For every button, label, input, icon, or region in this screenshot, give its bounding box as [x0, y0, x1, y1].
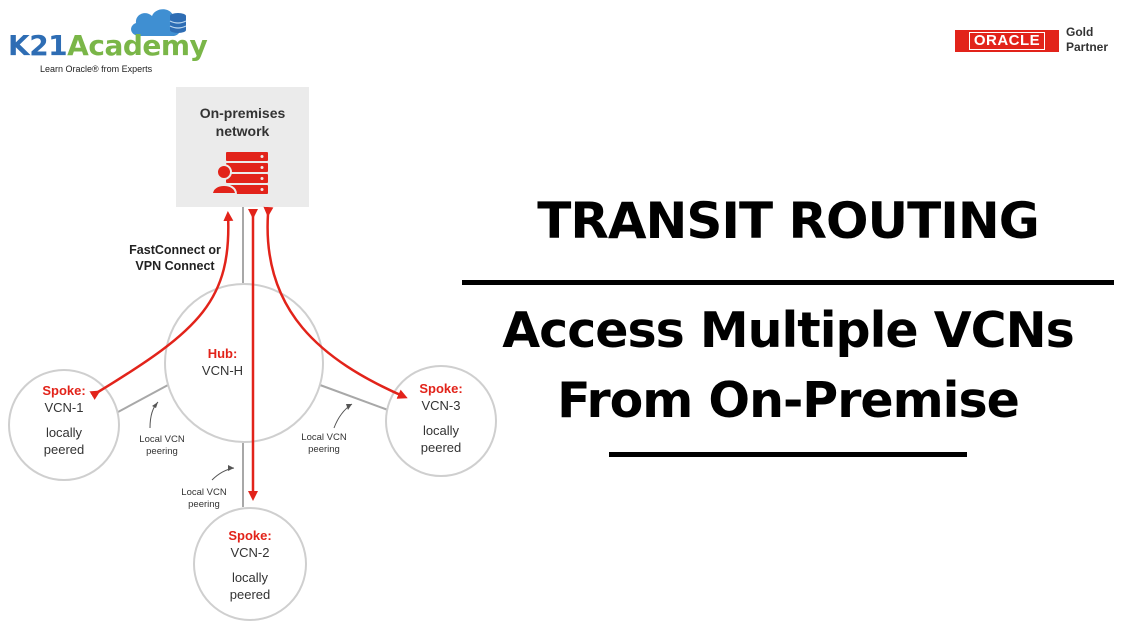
- spoke2-status-2: peered: [229, 587, 271, 602]
- headline-subtitle-line-2: From On-Premise: [557, 372, 1020, 429]
- connection-line-2: VPN Connect: [135, 259, 215, 273]
- onprem-line-1: On-premises: [199, 105, 286, 121]
- peering-label-spoke1-line1: Local VCN: [139, 434, 185, 445]
- peering-label-spoke1: Local VCN peering: [132, 434, 192, 458]
- peering-label-spoke3: Local VCN peering: [294, 432, 354, 456]
- spoke1-status-1: locally: [45, 425, 83, 440]
- spoke-vcn-2-node: [193, 507, 307, 621]
- peering-label-spoke2: Local VCN peering: [174, 487, 234, 511]
- peering-label-spoke3-line2: peering: [308, 444, 340, 455]
- spoke1-role: Spoke:: [42, 383, 86, 398]
- spoke2-status-1: locally: [231, 570, 269, 585]
- spoke1-label: Spoke: VCN-1 locally peered: [18, 382, 110, 458]
- connection-line-1: FastConnect or: [129, 243, 221, 257]
- partner-line-2: Partner: [1066, 40, 1109, 54]
- logo-tagline: Learn Oracle® from Experts: [40, 64, 153, 74]
- spoke3-name: VCN-3: [421, 398, 461, 413]
- arrow-onprem-spoke1: [89, 211, 234, 400]
- spoke2-label: Spoke: VCN-2 locally peered: [204, 527, 296, 603]
- cloud-database-icon: [126, 4, 190, 44]
- spoke2-name: VCN-2: [230, 545, 270, 560]
- headline-divider-bottom: [609, 452, 967, 457]
- oracle-wordmark: ORACLE: [968, 32, 1046, 50]
- connection-type-label: FastConnect or VPN Connect: [120, 242, 230, 274]
- peering-label-spoke2-line2: peering: [188, 499, 220, 510]
- hub-label: Hub: VCN-H: [185, 345, 260, 379]
- spoke1-status-2: peered: [43, 442, 85, 457]
- peering-label-spoke1-line2: peering: [146, 446, 178, 457]
- onprem-network-label: On-premises network: [176, 104, 309, 140]
- spoke3-role: Spoke:: [419, 381, 463, 396]
- hub-role: Hub:: [207, 346, 238, 361]
- arrow-onprem-spoke3: [263, 206, 408, 399]
- spoke2-role: Spoke:: [228, 528, 272, 543]
- spoke1-name: VCN-1: [44, 400, 84, 415]
- hub-name: VCN-H: [201, 363, 244, 378]
- logo-k21-text: K21: [8, 29, 68, 62]
- logo-academy-text: Academy: [67, 29, 208, 62]
- headline-subtitle-line-1: Access Multiple VCNs: [502, 302, 1075, 359]
- k21-logo: K21Academy: [8, 29, 208, 62]
- spoke3-label: Spoke: VCN-3 locally peered: [395, 380, 487, 456]
- spoke3-status-2: peered: [420, 440, 462, 455]
- oracle-logo: ORACLE: [955, 30, 1059, 52]
- server-user-icon: [210, 152, 272, 198]
- peering-label-spoke2-line1: Local VCN: [181, 487, 227, 498]
- headline-title: TRANSIT ROUTING: [537, 192, 1039, 250]
- headline-divider-top: [462, 280, 1114, 285]
- spoke3-status-1: locally: [422, 423, 460, 438]
- onprem-line-2: network: [215, 123, 270, 139]
- partner-line-1: Gold: [1066, 25, 1094, 39]
- partner-label: Gold Partner: [1066, 25, 1108, 55]
- peering-label-spoke3-line1: Local VCN: [301, 432, 347, 443]
